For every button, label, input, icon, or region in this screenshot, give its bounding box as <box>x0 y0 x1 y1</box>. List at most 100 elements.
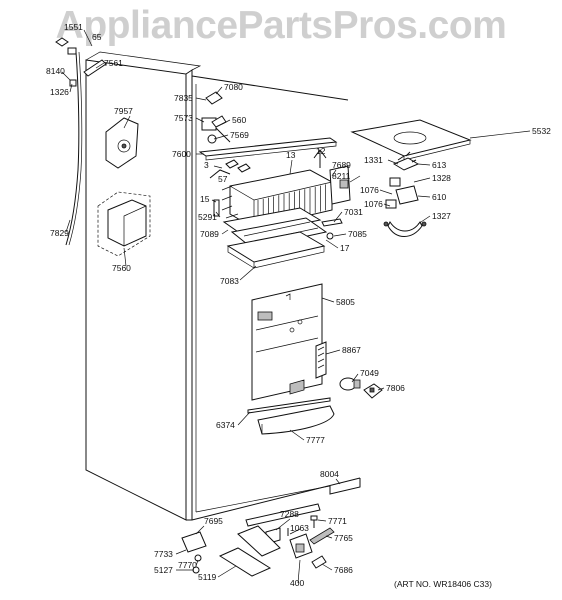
leader-line <box>213 165 223 169</box>
label-7770: 7770 <box>178 560 197 570</box>
label-7085: 7085 <box>348 229 367 239</box>
watermark: AppliancePartsPros.com <box>55 4 507 47</box>
part-7806-socket <box>363 383 383 399</box>
label-7957: 7957 <box>114 106 133 116</box>
leader-line <box>417 215 431 225</box>
label-1076b: 1076 <box>364 199 383 209</box>
leader-line <box>325 535 333 539</box>
label-8140: 8140 <box>46 66 65 76</box>
label-613: 613 <box>432 160 446 170</box>
label-1331: 1331 <box>364 155 383 165</box>
label-7080: 7080 <box>224 82 243 92</box>
label-5119: 5119 <box>198 572 217 582</box>
part-7600-rail <box>198 137 338 161</box>
label-1326: 1326 <box>50 87 69 97</box>
label-12: 12 <box>316 146 326 156</box>
label-6374: 6374 <box>216 420 235 430</box>
label-7765: 7765 <box>334 533 353 543</box>
label-17: 17 <box>340 243 350 253</box>
label-15: 15 <box>200 194 210 204</box>
label-13: 13 <box>286 150 296 160</box>
leader-line <box>413 177 431 183</box>
part-5119-rail <box>218 547 272 577</box>
label-7573: 7573 <box>174 113 193 123</box>
leader-line <box>289 429 305 441</box>
leader-line <box>289 159 293 175</box>
part-7686-wire <box>311 555 327 569</box>
bottom-rail-8004 <box>245 503 321 527</box>
part-labels: 1551 65 8140 7561 1326 7957 7829 7560 78… <box>46 22 551 589</box>
label-610: 610 <box>432 192 446 202</box>
label-8004: 8004 <box>320 469 339 479</box>
part-7049-bulb <box>339 377 361 391</box>
part-7765-heater <box>309 527 335 545</box>
leader-lines <box>61 29 531 584</box>
leader-line <box>123 247 127 267</box>
label-7771: 7771 <box>328 516 347 526</box>
label-7806: 7806 <box>386 383 405 393</box>
label-7569: 7569 <box>230 130 249 140</box>
leader-line <box>469 130 531 139</box>
label-7695: 7695 <box>204 516 223 526</box>
leader-line <box>317 519 327 522</box>
part-5805-panel <box>251 283 323 401</box>
part-7771-screw <box>310 515 318 528</box>
fan-motor-parts <box>383 151 427 237</box>
leader-line <box>195 97 207 101</box>
label-7689: 7689 <box>332 160 351 170</box>
part-400-switch <box>289 533 313 559</box>
leader-line <box>195 559 199 567</box>
label-5805: 5805 <box>336 297 355 307</box>
label-7733: 7733 <box>154 549 173 559</box>
label-560: 560 <box>232 115 246 125</box>
leader-line <box>195 525 205 535</box>
leader-line <box>237 411 251 426</box>
leader-line <box>69 83 73 93</box>
leader-line <box>297 559 301 584</box>
leader-line <box>215 86 223 95</box>
leader-line <box>83 29 93 47</box>
leader-line <box>351 373 359 383</box>
leader-line <box>213 134 229 140</box>
leader-line <box>335 478 341 485</box>
label-65: 65 <box>92 32 102 42</box>
label-7561: 7561 <box>104 58 123 68</box>
part-6374-strip <box>247 397 331 414</box>
leader-line <box>349 175 361 183</box>
leader-line <box>211 199 217 203</box>
label-8867: 8867 <box>342 345 361 355</box>
leader-line <box>321 563 333 571</box>
part-7695-bracket <box>181 531 207 574</box>
part-7957-bracket <box>105 117 139 169</box>
label-7089: 7089 <box>200 229 219 239</box>
leader-line <box>217 565 237 578</box>
leader-line <box>221 119 231 125</box>
label-1063: 1063 <box>290 523 309 533</box>
part-7560-duct <box>97 191 151 257</box>
label-7031: 7031 <box>344 207 363 217</box>
leader-line <box>383 203 391 207</box>
leader-line <box>175 549 187 555</box>
cabinet-liner <box>85 51 361 521</box>
leader-line <box>377 387 385 391</box>
leader-line <box>333 233 347 237</box>
part-7689-cover <box>329 165 351 205</box>
leader-line <box>65 219 71 233</box>
label-1328: 1328 <box>432 173 451 183</box>
label-57: 57 <box>218 174 228 184</box>
label-7777: 7777 <box>306 435 325 445</box>
leader-line <box>95 62 105 69</box>
label-5532: 5532 <box>532 126 551 136</box>
label-1551: 1551 <box>64 22 83 32</box>
label-8211: 8211 <box>332 171 351 181</box>
top-bracket-parts <box>201 91 231 144</box>
label-7686: 7686 <box>334 565 353 575</box>
label-7288: 7288 <box>280 509 299 519</box>
label-7829: 7829 <box>50 228 69 238</box>
leader-line <box>417 195 431 198</box>
label-5291: 5291 <box>198 212 217 222</box>
small-parts-7031-7085 <box>321 218 343 240</box>
label-7083: 7083 <box>220 276 239 286</box>
